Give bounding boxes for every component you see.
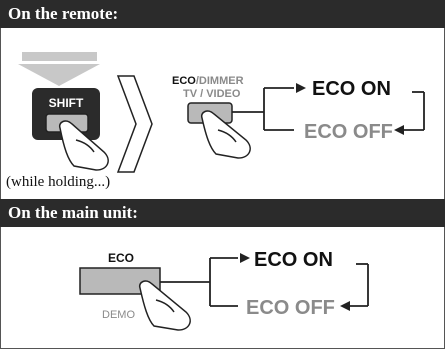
remote-section-header: On the remote: — [0, 0, 445, 28]
toggle-cycle-icon — [232, 87, 425, 131]
arrow-left-icon — [340, 301, 350, 311]
then-arrow-icon — [116, 75, 153, 173]
arrow-right-icon — [296, 83, 306, 93]
remote-eco-off-label: ECO OFF — [304, 121, 393, 143]
main-unit-section-header: On the main unit: — [0, 199, 445, 227]
finger-icon — [200, 110, 251, 159]
finger-icon — [58, 120, 109, 171]
main-demo-label: DEMO — [102, 309, 135, 321]
finger-icon — [138, 280, 191, 331]
press-down-arrow-icon — [18, 52, 100, 86]
tv-video-label: TV / VIDEO — [183, 88, 241, 100]
main-eco-label: ECO — [108, 251, 134, 265]
eco-dimmer-label-dimmer: /DIMMER — [196, 75, 244, 87]
main-eco-off-label: ECO OFF — [246, 297, 335, 319]
remote-eco-on-label: ECO ON — [312, 78, 391, 100]
shift-button-label: SHIFT — [49, 96, 84, 110]
eco-dimmer-label-eco: ECO — [172, 75, 196, 87]
arrow-left-icon — [394, 125, 404, 135]
main-eco-on-label: ECO ON — [254, 249, 333, 271]
toggle-cycle-icon — [160, 257, 369, 307]
svg-text:ECO/DIMMER: ECO/DIMMER — [172, 75, 244, 87]
arrow-right-icon — [240, 253, 250, 263]
holding-note: (while holding...) — [6, 174, 111, 190]
